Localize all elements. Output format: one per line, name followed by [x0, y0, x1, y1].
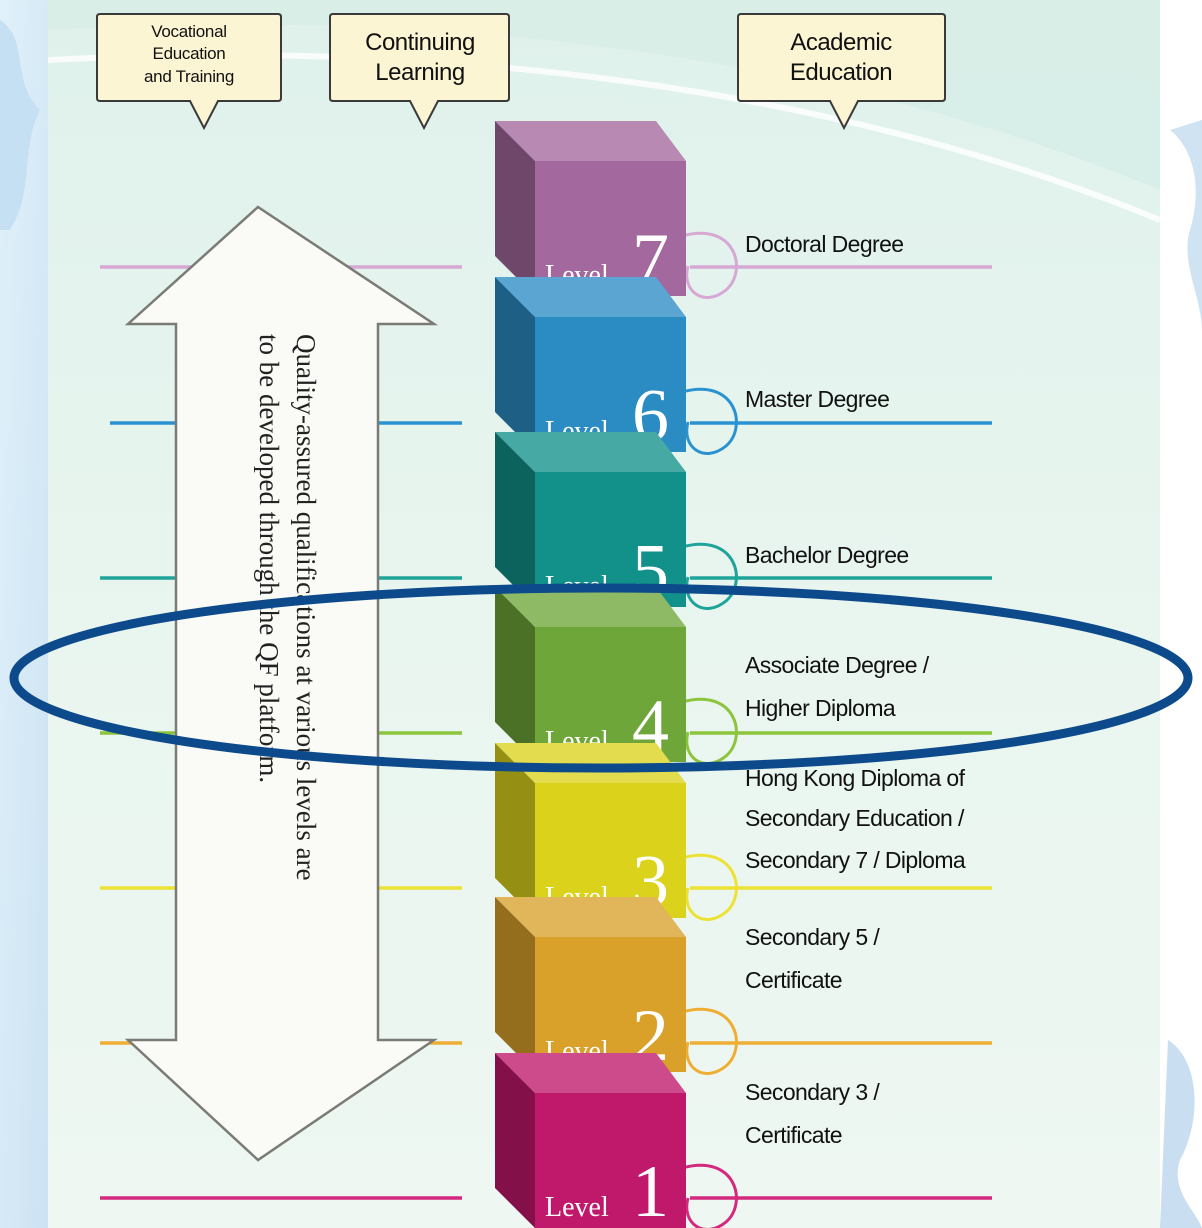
level-6-connector [681, 387, 738, 455]
level-4-connector [681, 697, 738, 765]
level-1-cube: Level 1 [495, 1053, 738, 1228]
level-6-cube-front [535, 317, 686, 452]
level-1-connector [681, 1163, 738, 1228]
level-1-number: 1 [632, 1151, 669, 1228]
level-5-connector [681, 542, 738, 610]
level-7-cube-side [495, 121, 535, 296]
level-3-cube-top [495, 743, 686, 783]
highlight-ellipse-level-4 [9, 583, 1193, 773]
level-3-qualification-line-3: Secondary 7 / Diploma [745, 847, 966, 873]
level-3-cube-front [535, 783, 686, 918]
level-4-cube-top [495, 587, 686, 627]
level-4-cube-side [495, 587, 535, 762]
level-cubes: Level7Level6Level5Level4Level3Level2Leve… [495, 121, 738, 1228]
arrow-text: Quality-assured qualifications at variou… [254, 334, 321, 881]
double-arrow [124, 205, 439, 1162]
level-2-cube-side [495, 897, 535, 1072]
level-1-cube-side [495, 1053, 535, 1228]
level-3-cube-side [495, 743, 535, 918]
header-vocational: Vocational Education and Training [96, 13, 282, 131]
level-2-qualification-line-1: Secondary 5 / [745, 924, 880, 950]
level-2-cube-front [535, 937, 686, 1072]
level-6-cube-side [495, 277, 535, 452]
level-3-qualification-line-2: Secondary Education / [745, 805, 965, 831]
level-6-cube-top [495, 277, 686, 317]
level-5-qualification-line-1: Bachelor Degree [745, 542, 909, 568]
level-4-qualification-line-2: Higher Diploma [745, 695, 896, 721]
level-3-connector [681, 853, 738, 921]
level-1-word: Level [545, 1192, 609, 1223]
header-continuing-line-1: Continuing [365, 29, 475, 56]
level-1-cube-top [495, 1053, 686, 1093]
level-6-qualification-line-1: Master Degree [745, 386, 889, 412]
header-continuing-line-2: Learning [375, 59, 464, 86]
header-continuing: Continuing Learning [329, 13, 510, 131]
level-7-connector [681, 231, 738, 299]
level-4-cube-front [535, 627, 686, 762]
header-academic-line-1: Academic [790, 29, 892, 56]
level-7-qualification-line-1: Doctoral Degree [745, 231, 903, 257]
level-2-cube-top [495, 897, 686, 937]
header-vocational-line-1: Vocational [151, 22, 226, 41]
arrow-text-line-2: to be developed through the QF platform. [254, 334, 284, 783]
level-4-qualification-line-1: Associate Degree / [745, 652, 930, 678]
level-3-qualification-line-1: Hong Kong Diploma of [745, 765, 966, 791]
level-5-cube-top [495, 432, 686, 472]
level-1-qualification-line-2: Certificate [745, 1122, 842, 1148]
level-2-connector [681, 1007, 738, 1075]
level-1-cube-front [535, 1093, 686, 1228]
level-1-qualification-line-1: Secondary 3 / [745, 1079, 880, 1105]
level-2-qualification-line-2: Certificate [745, 967, 842, 993]
arrow-text-line-1: Quality-assured qualifications at variou… [291, 334, 321, 881]
level-7-cube-top [495, 121, 686, 161]
header-academic: Academic Education [737, 13, 946, 131]
header-vocational-line-2: Education [153, 44, 226, 63]
header-vocational-line-3: and Training [144, 67, 234, 86]
level-5-cube-side [495, 432, 535, 607]
level-7-cube-front [535, 161, 686, 296]
header-academic-line-2: Education [790, 59, 892, 86]
